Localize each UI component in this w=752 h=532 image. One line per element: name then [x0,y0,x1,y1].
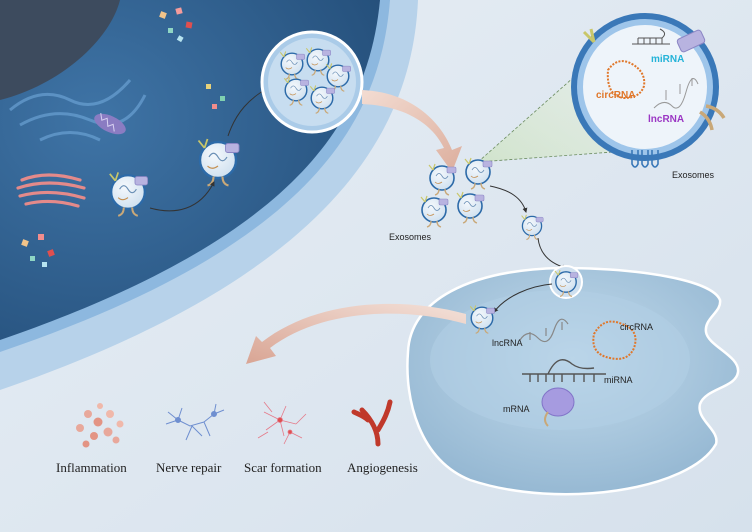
inflammation-cells-icon [76,403,124,448]
circrna-target-icon [592,320,637,360]
endoplasmic-reticulum [9,79,147,142]
mirna-target-label: miRNA [604,375,633,385]
glial-scar-icon [257,401,307,445]
exosomes-zoom-label: Exosomes [672,170,715,180]
tetraspanin-icon [582,28,596,44]
mrna-strand-icon [522,373,606,382]
mirna-label: miRNA [651,54,684,65]
secretion-arrow-1 [149,181,215,212]
recipient-cell [406,266,740,496]
outcome-angiogenesis-label: Angiogenesis [347,460,418,475]
lncrna-label: lncRNA [648,114,684,125]
lncrna-target-label: lncRNA [492,338,523,348]
transmembrane-protein-icon [631,150,659,168]
blood-vessel-icon [351,399,393,447]
lncrna-target-icon [519,318,569,343]
uptake-arrow [493,283,553,313]
membrane-protein-icon [676,29,706,53]
outcome-inflammation-label: Inflammation [56,460,127,475]
zoomed-exosome: miRNA circRNA lncRNA [571,13,726,168]
nucleus [0,0,120,100]
protein-chain-icon [544,411,549,427]
mrna-target-label: mRNA [503,404,530,414]
mirna-hairpin-icon [632,28,670,45]
release-arrow [362,90,462,172]
mitochondrion [94,112,126,135]
transport-arrow-1 [489,185,528,213]
rna-interaction [519,318,637,427]
ribosome-icon [541,387,575,417]
circrna-loop-icon [606,60,646,100]
neuron-icon [165,403,225,441]
lncrna-structure-icon [653,78,699,109]
golgi-apparatus [16,173,86,208]
circrna-target-label: circRNA [620,322,653,332]
circrna-label: circRNA [596,90,635,101]
exosomes-cluster-label: Exosomes [389,232,432,242]
molecule-particles [21,7,225,267]
endocytosed-exosome [549,265,583,299]
outcome-nerve-repair-label: Nerve repair [156,460,222,475]
receptor-icon [699,104,726,131]
outcome-arrow [246,303,466,364]
exosome-budding [260,30,364,134]
mirna-binding-icon [547,359,595,375]
outcome-scar-formation-label: Scar formation [244,460,322,475]
